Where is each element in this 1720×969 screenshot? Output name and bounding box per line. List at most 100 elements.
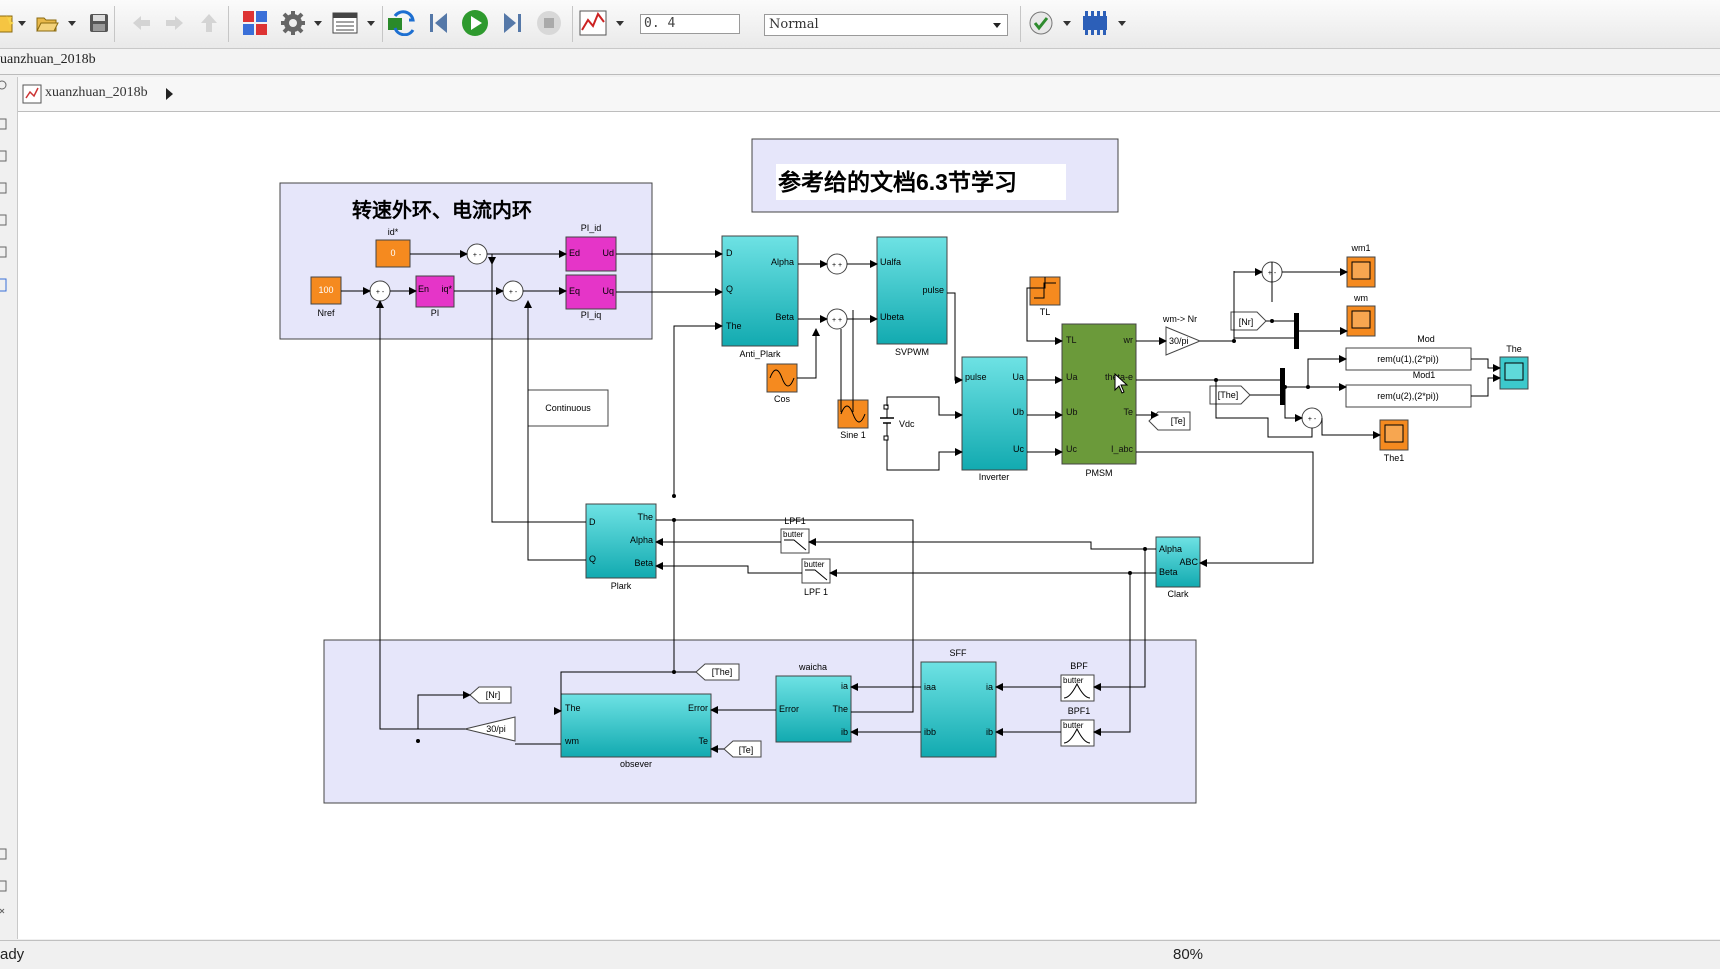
note-background <box>776 164 1066 200</box>
scope-wm1-label: wm1 <box>1350 243 1370 253</box>
plark-block[interactable] <box>585 503 657 579</box>
image-icon[interactable] <box>0 246 7 258</box>
inverter-uc-port: Uc <box>1013 444 1024 454</box>
area-icon[interactable] <box>0 278 7 292</box>
pi-in-port: En <box>418 284 429 294</box>
chevron-down-icon[interactable] <box>1063 21 1071 26</box>
scope-icon <box>1351 310 1371 329</box>
chevron-down-icon[interactable] <box>1118 21 1126 26</box>
mux-theta[interactable] <box>1280 368 1285 405</box>
collapse-icon[interactable] <box>0 908 5 914</box>
step-forward-icon[interactable] <box>496 8 526 38</box>
note-text: 参考给的文档6.3节学习 <box>778 169 1017 195</box>
cos-source-block[interactable] <box>766 363 798 393</box>
forward-icon[interactable] <box>160 8 190 38</box>
status-bar: ady 80% <box>0 940 1720 969</box>
vdc-label: Vdc <box>899 419 915 429</box>
gain-obs-block[interactable] <box>464 716 516 742</box>
step-back-icon[interactable] <box>425 8 455 38</box>
butter-label: butter <box>804 560 825 569</box>
inverter-block[interactable] <box>961 356 1028 471</box>
model-config-icon[interactable] <box>278 8 308 38</box>
pi-speed-block[interactable] <box>415 275 455 308</box>
sff-ia-port: ia <box>986 682 993 692</box>
breadcrumb-model[interactable]: xuanzhuan_2018b <box>45 85 148 100</box>
chevron-down-icon[interactable] <box>314 21 322 26</box>
library-browser-icon[interactable] <box>240 8 270 38</box>
pi-out-port: iq* <box>441 284 452 294</box>
chevron-down-icon[interactable] <box>18 21 26 26</box>
id-constant-label: id* <box>388 227 399 237</box>
stop-icon[interactable] <box>534 8 564 38</box>
back-icon[interactable] <box>126 8 156 38</box>
zoom-icon[interactable] <box>0 118 7 130</box>
observer-block[interactable] <box>560 693 712 758</box>
waicha-error-port: Error <box>779 704 799 714</box>
powergui-block[interactable] <box>527 389 609 427</box>
arrow-tool-icon[interactable] <box>0 182 7 194</box>
lowpass-icon <box>805 569 828 581</box>
fit-view-icon[interactable] <box>0 150 7 162</box>
stop-time-input[interactable]: 0. 4 <box>640 14 740 34</box>
pmsm-uc-port: Uc <box>1066 444 1077 454</box>
sine-label: Sine 1 <box>840 430 866 440</box>
chevron-down-icon[interactable] <box>367 21 375 26</box>
model-advisor-icon[interactable] <box>1026 8 1056 38</box>
open-icon[interactable] <box>32 8 62 38</box>
block-diagram[interactable]: 转速外环、电流内环 参考给的文档6.3节学习 Continuous 0 id* … <box>18 112 1720 939</box>
observer-area[interactable] <box>323 639 1197 804</box>
goto-te-block[interactable] <box>1148 411 1191 431</box>
inverter-label: Inverter <box>979 472 1010 482</box>
mux-wm[interactable] <box>1294 313 1299 349</box>
up-icon[interactable] <box>194 8 224 38</box>
hide-browser-icon[interactable] <box>0 80 7 90</box>
svpwm-pulse-port: pulse <box>922 285 944 295</box>
anti-plark-q-port: Q <box>726 284 733 294</box>
pi-id-label: PI_id <box>581 223 602 233</box>
signal-wires <box>341 250 1501 753</box>
vdc-block[interactable] <box>880 404 894 441</box>
anti-plark-block[interactable] <box>721 235 799 347</box>
save-icon[interactable] <box>84 8 114 38</box>
pmsm-block[interactable] <box>1061 323 1137 465</box>
from-the-block[interactable] <box>695 663 740 681</box>
sum-signs: + - <box>473 252 482 259</box>
step-icon <box>1034 282 1056 299</box>
annotation-icon[interactable] <box>0 214 7 226</box>
waicha-ia-port: ia <box>841 681 848 691</box>
inverter-ua-port: Ua <box>1012 372 1024 382</box>
model-tab[interactable]: uanzhuan_2018b <box>0 52 96 67</box>
build-icon[interactable] <box>1080 8 1110 38</box>
chevron-down-icon[interactable] <box>616 21 624 26</box>
model-browser-icon[interactable] <box>0 848 7 860</box>
new-model-icon[interactable] <box>0 8 22 38</box>
simulation-mode-select[interactable]: Normal <box>764 14 1008 36</box>
model-explorer-icon[interactable] <box>330 8 360 38</box>
gain-nr-label: wm-> Nr <box>1162 314 1197 324</box>
chevron-right-icon[interactable] <box>164 87 174 101</box>
goto-nr-block[interactable] <box>1230 311 1267 331</box>
mod1-label: Mod1 <box>1413 370 1436 380</box>
waicha-the-port: The <box>832 704 848 714</box>
pmsm-iabc-port: I_abc <box>1111 444 1134 454</box>
model-canvas[interactable]: 转速外环、电流内环 参考给的文档6.3节学习 Continuous 0 id* … <box>18 112 1720 939</box>
update-diagram-icon[interactable] <box>386 8 416 38</box>
nref-constant-block[interactable] <box>310 276 342 305</box>
nref-constant-label: Nref <box>317 308 335 318</box>
clark-block[interactable] <box>1155 536 1201 588</box>
waicha-block[interactable] <box>775 675 852 743</box>
run-icon[interactable] <box>460 8 490 38</box>
panel-icon[interactable] <box>0 880 7 892</box>
id-constant-block[interactable] <box>375 239 411 268</box>
chevron-down-icon[interactable] <box>68 21 76 26</box>
sff-label: SFF <box>950 648 968 658</box>
anti-plark-beta-port: Beta <box>775 312 794 322</box>
goto-the-block[interactable] <box>1209 385 1251 405</box>
data-inspector-icon[interactable] <box>578 8 608 38</box>
from-te-block[interactable] <box>723 740 762 758</box>
sff-block[interactable] <box>920 661 997 758</box>
goto-nr-obs-block[interactable] <box>469 686 512 704</box>
wave-icon <box>840 405 866 423</box>
svpwm-block[interactable] <box>876 236 948 345</box>
pi-iq-out-port: Uq <box>602 286 614 296</box>
